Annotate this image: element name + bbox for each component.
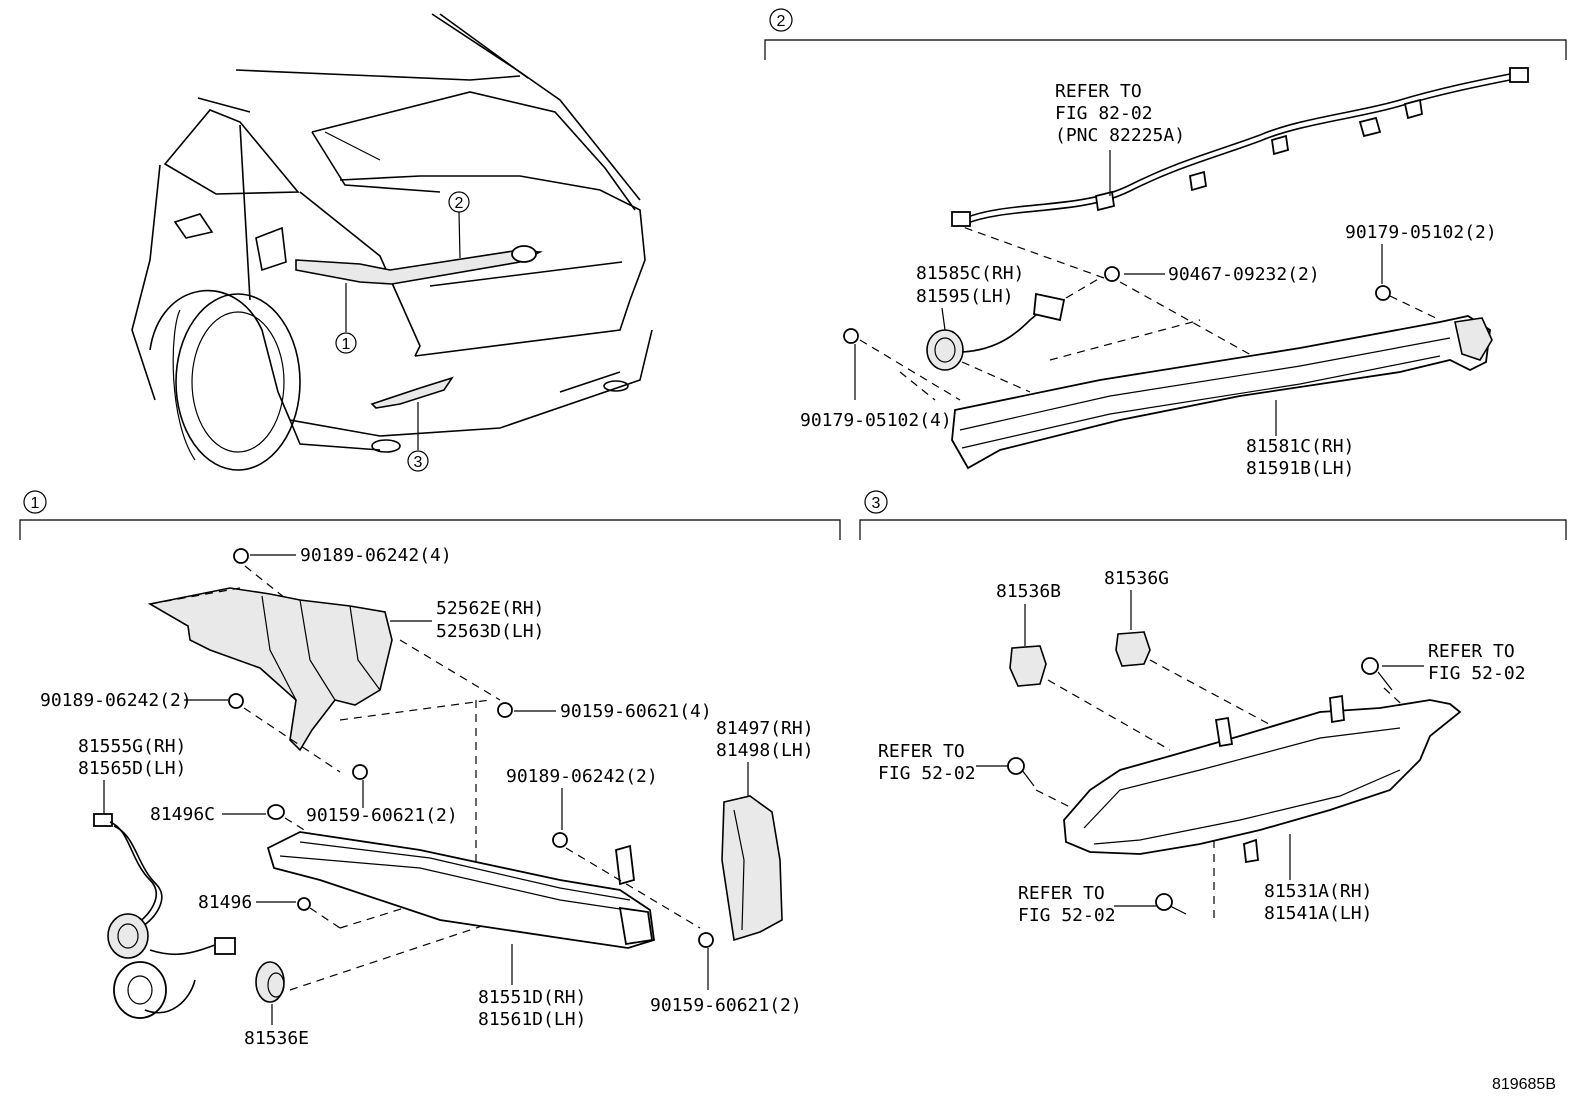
label-90189-06242-left: 90189-06242(2) bbox=[40, 690, 192, 711]
screw-90189-left bbox=[228, 693, 244, 709]
section-2-bracket bbox=[764, 39, 1567, 60]
label-81497: 81497(RH) bbox=[716, 718, 814, 739]
section-2-number: 2 bbox=[777, 13, 786, 30]
label-90179-05102-top: 90179-05102(2) bbox=[1345, 222, 1497, 243]
refer-82-line3: (PNC 82225A) bbox=[1055, 125, 1185, 146]
clip-81496 bbox=[297, 897, 311, 911]
reflector-81551 bbox=[266, 831, 655, 949]
label-81531a: 81531A(RH) bbox=[1264, 881, 1372, 902]
bulb-socket-81536b bbox=[1009, 645, 1047, 687]
refer-52-c-line2: FIG 52-02 bbox=[1018, 905, 1116, 926]
overview-callout-2: 2 bbox=[455, 195, 464, 212]
section-3-number: 3 bbox=[872, 495, 881, 512]
screw-90179-top bbox=[1375, 285, 1391, 301]
diagram-id: 819685B bbox=[1492, 1076, 1556, 1093]
refer-52-a-line2: FIG 52-02 bbox=[1428, 663, 1526, 684]
label-81581c: 81581C(RH) bbox=[1246, 436, 1354, 457]
refer-52-a-line1: REFER TO bbox=[1428, 641, 1515, 662]
reflector-housing-81531 bbox=[1063, 699, 1462, 855]
label-81496: 81496 bbox=[198, 892, 252, 913]
bulb-socket-81555 bbox=[107, 913, 149, 959]
label-81555g: 81555G(RH) bbox=[78, 736, 186, 757]
screw-90189-mid bbox=[552, 832, 568, 848]
section-2: 2 REFER TO FIG 82-02 (PNC 82225A) 90179-… bbox=[764, 8, 1567, 479]
cover-81497 bbox=[721, 795, 783, 942]
overview-callout-3: 3 bbox=[414, 454, 423, 471]
label-90179-05102-left: 90179-05102(4) bbox=[800, 410, 952, 431]
grommet-81496c bbox=[267, 804, 285, 820]
label-81595: 81595(LH) bbox=[916, 286, 1014, 307]
label-81541a: 81541A(LH) bbox=[1264, 903, 1372, 924]
label-81536e: 81536E bbox=[244, 1028, 309, 1049]
section-3-bracket bbox=[859, 519, 1567, 540]
screw-90179-left bbox=[843, 328, 859, 344]
section-1-number: 1 bbox=[31, 495, 40, 512]
label-81565d: 81565D(LH) bbox=[78, 758, 186, 779]
label-81551d: 81551D(RH) bbox=[478, 987, 586, 1008]
screw-90189-top bbox=[233, 548, 249, 564]
refer-82-line1: REFER TO bbox=[1055, 81, 1142, 102]
label-81561d: 81561D(LH) bbox=[478, 1009, 586, 1030]
refer-82-line2: FIG 82-02 bbox=[1055, 103, 1153, 124]
label-90159-60621-bottom: 90159-60621(2) bbox=[650, 995, 802, 1016]
screw-refer-c bbox=[1155, 893, 1173, 911]
wire-harness bbox=[951, 67, 1529, 227]
screw-refer-a bbox=[1361, 657, 1379, 675]
label-90159-60621-mid: 90159-60621(2) bbox=[306, 805, 458, 826]
bulb-socket-81536g bbox=[1115, 631, 1151, 667]
label-81585c: 81585C(RH) bbox=[916, 263, 1024, 284]
refer-52-b-line1: REFER TO bbox=[878, 741, 965, 762]
label-81498: 81498(LH) bbox=[716, 740, 814, 761]
refer-52-c-line1: REFER TO bbox=[1018, 883, 1105, 904]
label-90189-06242-top: 90189-06242(4) bbox=[300, 545, 452, 566]
screw-90159-bottom bbox=[698, 932, 714, 948]
label-81536b: 81536B bbox=[996, 581, 1061, 602]
label-52563d: 52563D(LH) bbox=[436, 621, 544, 642]
clip-90467 bbox=[1104, 266, 1120, 282]
label-90159-60621-right: 90159-60621(4) bbox=[560, 701, 712, 722]
bulb-socket-81585 bbox=[926, 329, 964, 371]
label-52562e: 52562E(RH) bbox=[436, 598, 544, 619]
vehicle-overview: 2 1 3 bbox=[131, 13, 653, 472]
label-90467-09232: 90467-09232(2) bbox=[1168, 264, 1320, 285]
refer-52-b-line2: FIG 52-02 bbox=[878, 763, 976, 784]
section-3: 3 81536B 81536G REFER TO FIG 52-02 REFER… bbox=[859, 490, 1567, 926]
screw-refer-b bbox=[1007, 757, 1025, 775]
screw-90159-mid bbox=[352, 764, 368, 780]
section-1-bracket bbox=[19, 519, 841, 540]
overview-callout-1: 1 bbox=[342, 336, 351, 353]
label-81591b: 81591B(LH) bbox=[1246, 458, 1354, 479]
label-81496c: 81496C bbox=[150, 804, 215, 825]
rear-lamp-81581 bbox=[951, 315, 1491, 470]
screw-90159-right bbox=[497, 702, 513, 718]
label-81536g: 81536G bbox=[1104, 568, 1169, 589]
label-90189-06242-mid: 90189-06242(2) bbox=[506, 766, 658, 787]
section-1: 1 90189-06242(4) 52562E(RH) 52563D(LH) 9… bbox=[19, 490, 841, 1049]
